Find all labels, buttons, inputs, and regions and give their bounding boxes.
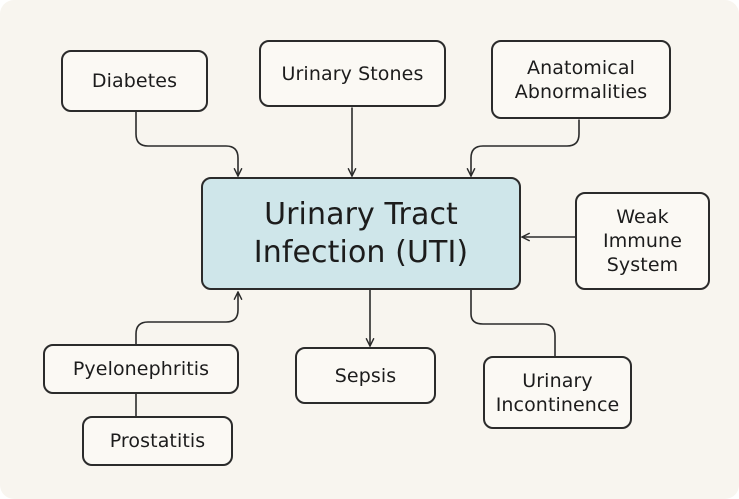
node-weak-immune-system: Weak Immune System (575, 192, 710, 290)
node-diabetes-label: Diabetes (91, 70, 178, 92)
node-urinary-incontinence-label: Urinary Incontinence (495, 369, 620, 416)
node-anatomical-abnormalities-label: Anatomical Abnormalities (514, 56, 648, 103)
node-sepsis-label: Sepsis (334, 364, 397, 387)
edge-diabetes-to-uti (135, 111, 243, 177)
node-anatomical-abnormalities: Anatomical Abnormalities (491, 40, 671, 119)
node-urinary-incontinence: Urinary Incontinence (483, 356, 632, 429)
edge-anatomical-to-uti (466, 119, 580, 177)
edge-pyelonephritis-to-uti (135, 291, 243, 345)
node-urinary-stones-label: Urinary Stones (281, 62, 424, 85)
node-pyelonephritis-label: Pyelonephritis (72, 358, 210, 380)
node-prostatitis-label: Prostatitis (109, 430, 206, 452)
node-diabetes: Diabetes (61, 50, 208, 112)
node-prostatitis: Prostatitis (82, 416, 233, 466)
node-pyelonephritis: Pyelonephritis (43, 344, 239, 394)
node-sepsis: Sepsis (295, 347, 436, 404)
node-urinary-stones: Urinary Stones (259, 40, 446, 107)
node-weak-immune-system-label: Weak Immune System (603, 206, 682, 276)
node-urinary-tract-infection-label: Urinary Tract Infection (UTI) (253, 196, 469, 270)
edge-uti-to-incontinence (470, 289, 556, 357)
node-urinary-tract-infection: Urinary Tract Infection (UTI) (201, 177, 521, 290)
